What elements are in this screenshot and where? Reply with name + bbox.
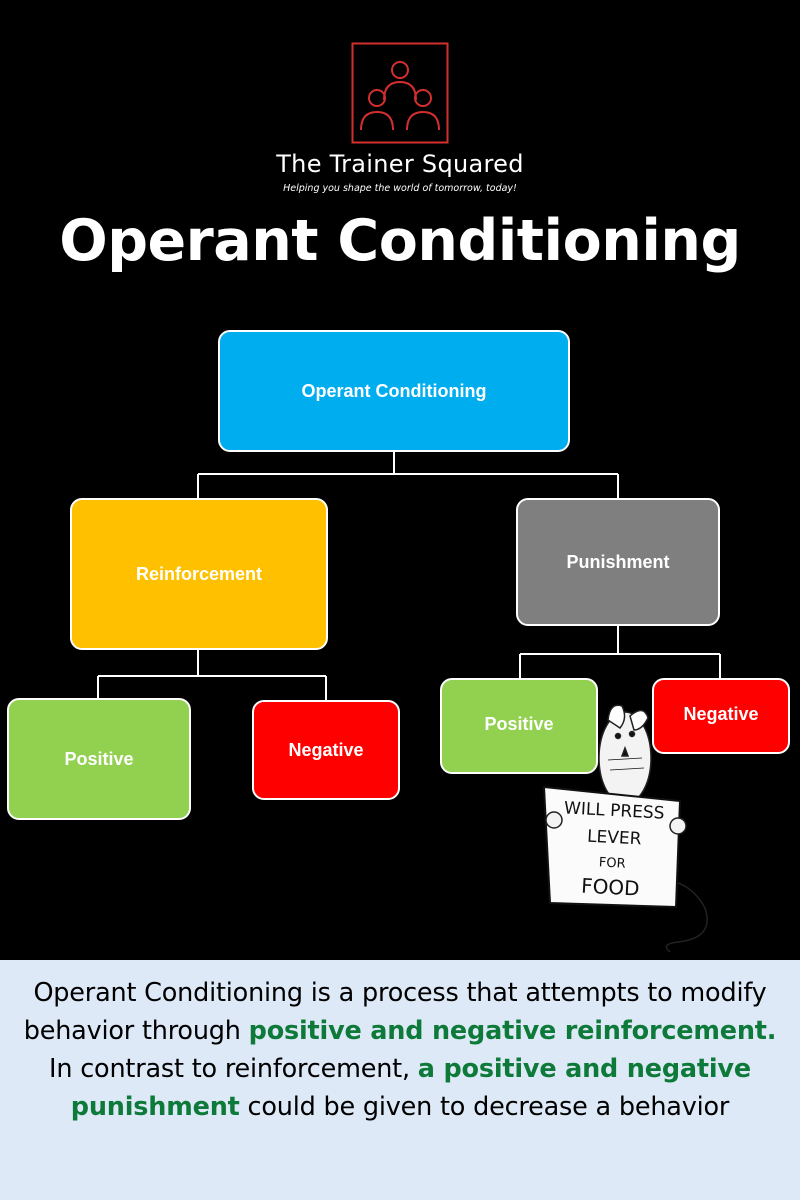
caption-text-3: could be given to decrease a behavior (239, 1092, 730, 1122)
caption-text-2: In contrast to reinforcement, (49, 1054, 418, 1084)
sign-line-4: FOOD (581, 873, 641, 900)
node-punishment-positive: Positive (440, 678, 598, 774)
node-reinforcement-negative: Negative (252, 700, 400, 800)
page-title: Operant Conditioning (59, 208, 741, 274)
brand-name: The Trainer Squared (276, 150, 524, 178)
caption-highlight-1: positive and negative reinforcement. (248, 1016, 777, 1046)
node-punishment-negative: Negative (652, 678, 790, 754)
node-operant-conditioning: Operant Conditioning (218, 330, 570, 452)
caption-highlight-2: a positive and negative punishment (70, 1054, 751, 1122)
sign-line-3: FOR (598, 855, 625, 871)
brand-tagline: Helping you shape the world of tomorrow,… (283, 183, 517, 194)
caption-panel: Operant Conditioning is a process that a… (0, 960, 800, 1200)
trainer-squared-logo (351, 42, 449, 144)
node-punishment: Punishment (516, 498, 720, 626)
node-reinforcement-positive: Positive (7, 698, 191, 820)
sign-line-2: LEVER (587, 827, 643, 850)
caption-text-1: Operant Conditioning is a process that a… (23, 978, 767, 1046)
mouse-with-sign-illustration: WILL PRESS LEVER FOR FOOD (542, 704, 708, 953)
node-reinforcement: Reinforcement (70, 498, 328, 650)
diagram-connectors (97, 452, 721, 700)
